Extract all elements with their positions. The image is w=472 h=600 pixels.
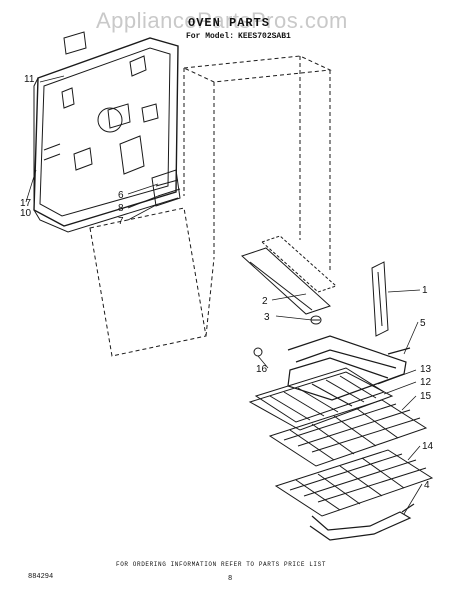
callout-leaders bbox=[25, 75, 423, 515]
diagram-title: OVEN PARTS bbox=[188, 16, 271, 30]
model-prefix: For Model: bbox=[186, 32, 235, 41]
callout-7: 7 bbox=[118, 216, 124, 227]
drawing-code: 884294 bbox=[28, 573, 54, 581]
page-number: 8 bbox=[228, 575, 233, 583]
ordering-note: FOR ORDERING INFORMATION REFER TO PARTS … bbox=[116, 561, 327, 568]
bake-element bbox=[309, 503, 415, 541]
callout-4: 4 bbox=[424, 480, 430, 491]
broil-pan bbox=[248, 367, 394, 431]
callout-11: 11 bbox=[24, 74, 35, 85]
callout-5: 5 bbox=[420, 318, 426, 329]
model-number: KEES702SAB1 bbox=[238, 32, 291, 41]
callout-3: 3 bbox=[264, 312, 270, 323]
callout-12: 12 bbox=[420, 377, 432, 388]
callout-8: 8 bbox=[118, 203, 124, 214]
callout-16: 16 bbox=[256, 364, 268, 375]
oven-rack-upper bbox=[268, 399, 428, 467]
oven-rack-lower bbox=[274, 449, 434, 517]
side-bracket bbox=[371, 261, 389, 337]
bottom-channel bbox=[241, 235, 337, 315]
broil-element bbox=[287, 335, 411, 401]
callout-15: 15 bbox=[420, 391, 432, 402]
oven-back-panel bbox=[33, 31, 179, 233]
oven-frame bbox=[89, 55, 332, 357]
callout-labels: 11 17 10 6 8 7 1 2 3 5 16 13 12 15 14 4 bbox=[20, 74, 434, 491]
callout-17: 17 bbox=[20, 198, 32, 209]
callout-6: 6 bbox=[118, 190, 124, 201]
callout-10: 10 bbox=[20, 208, 32, 219]
callout-1: 1 bbox=[422, 285, 428, 296]
model-line: For Model:KEES702SAB1 bbox=[186, 32, 295, 41]
terminal-block bbox=[151, 169, 181, 207]
watermark-text: AppliancePartsPros.com bbox=[96, 8, 348, 33]
callout-2: 2 bbox=[262, 296, 268, 307]
callout-14: 14 bbox=[422, 441, 434, 452]
callout-13: 13 bbox=[420, 364, 432, 375]
